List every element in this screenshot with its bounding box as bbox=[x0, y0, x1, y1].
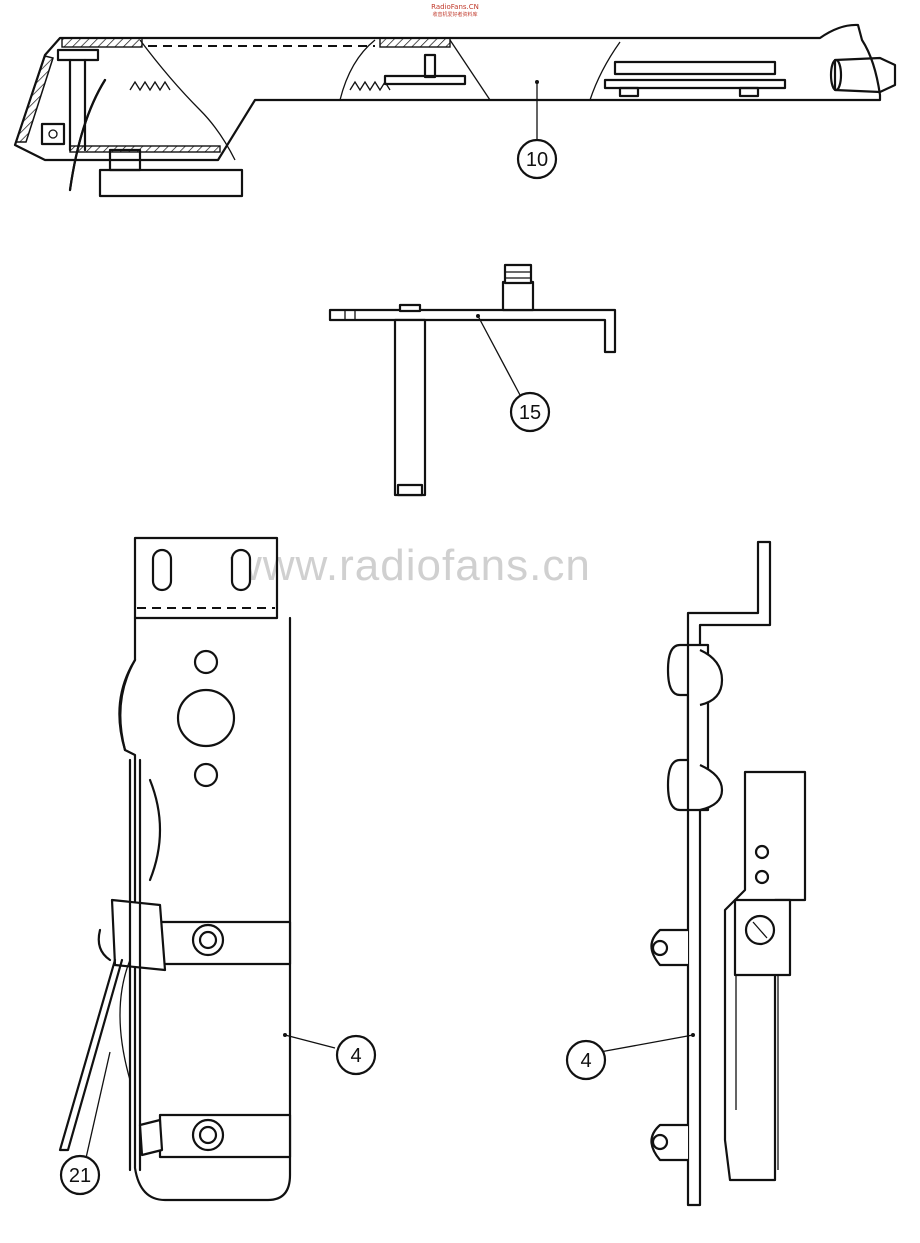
callout-21-label: 21 bbox=[69, 1165, 91, 1187]
watermark-text: www.radiofans.cn bbox=[229, 541, 591, 590]
site-tagline: 收音机爱好者资料库 bbox=[432, 11, 477, 18]
callout-4-side-label: 4 bbox=[580, 1050, 591, 1072]
mounting-plate-front bbox=[58, 536, 336, 1202]
callout-10-label: 10 bbox=[526, 149, 548, 171]
callout-10: 10 bbox=[516, 138, 558, 180]
site-name: RadioFans.CN bbox=[431, 3, 479, 11]
mounting-plate-side bbox=[599, 540, 807, 1207]
lift-bracket-part bbox=[328, 263, 617, 497]
callout-15: 15 bbox=[509, 391, 551, 433]
callout-4-front: 4 bbox=[335, 1034, 377, 1076]
tonearm-assembly bbox=[13, 23, 897, 198]
callout-15-label: 15 bbox=[519, 402, 541, 424]
site-header: RadioFans.CN 收音机爱好者资料库 bbox=[431, 3, 479, 18]
callout-4-front-label: 4 bbox=[350, 1045, 361, 1067]
callout-21: 21 bbox=[59, 1154, 101, 1196]
callout-4-side: 4 bbox=[565, 1039, 607, 1081]
